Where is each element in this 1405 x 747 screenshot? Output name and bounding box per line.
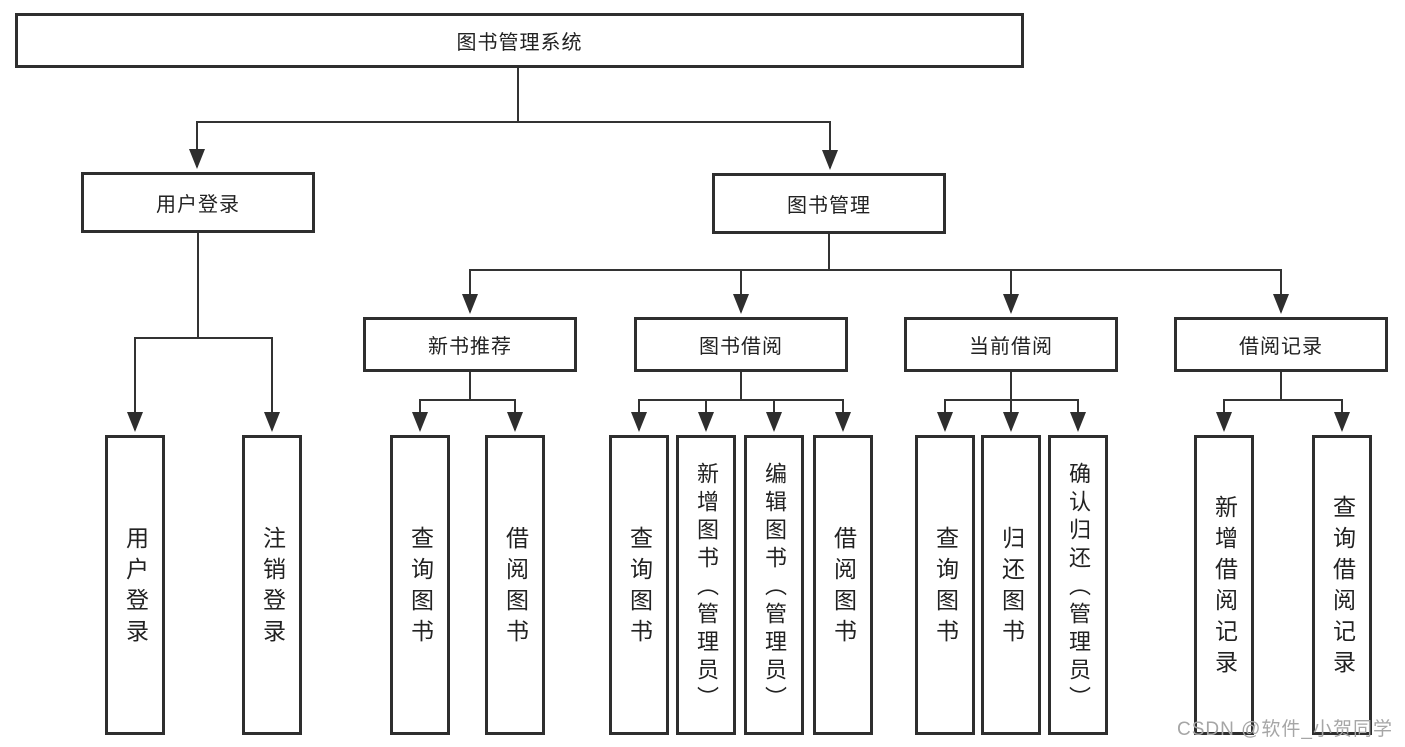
leaf-query-book-borrow: 查询图书 (609, 435, 669, 735)
leaf-user-login: 用户登录 (105, 435, 165, 735)
leaf-query-book-recommend: 查询图书 (390, 435, 450, 735)
leaf-query-book-current: 查询图书 (915, 435, 975, 735)
leaf-confirm-return-admin: 确认归还（管理员） (1048, 435, 1108, 735)
node-book-borrow: 图书借阅 (634, 317, 848, 372)
node-user-login: 用户登录 (81, 172, 315, 233)
leaf-edit-book-admin: 编辑图书（管理员） (744, 435, 804, 735)
node-current-borrow: 当前借阅 (904, 317, 1118, 372)
csdn-watermark: CSDN @软件_小贺同学 (1177, 719, 1393, 740)
leaf-borrow-book: 借阅图书 (813, 435, 873, 735)
node-book-management: 图书管理 (712, 173, 946, 234)
node-root: 图书管理系统 (15, 13, 1024, 68)
leaf-return-book: 归还图书 (981, 435, 1041, 735)
leaf-borrow-book-recommend: 借阅图书 (485, 435, 545, 735)
node-borrow-records: 借阅记录 (1174, 317, 1388, 372)
leaf-add-borrow-record: 新增借阅记录 (1194, 435, 1254, 735)
node-new-book-recommend: 新书推荐 (363, 317, 577, 372)
leaf-logout: 注销登录 (242, 435, 302, 735)
leaf-add-book-admin: 新增图书（管理员） (676, 435, 736, 735)
leaf-query-borrow-record: 查询借阅记录 (1312, 435, 1372, 735)
